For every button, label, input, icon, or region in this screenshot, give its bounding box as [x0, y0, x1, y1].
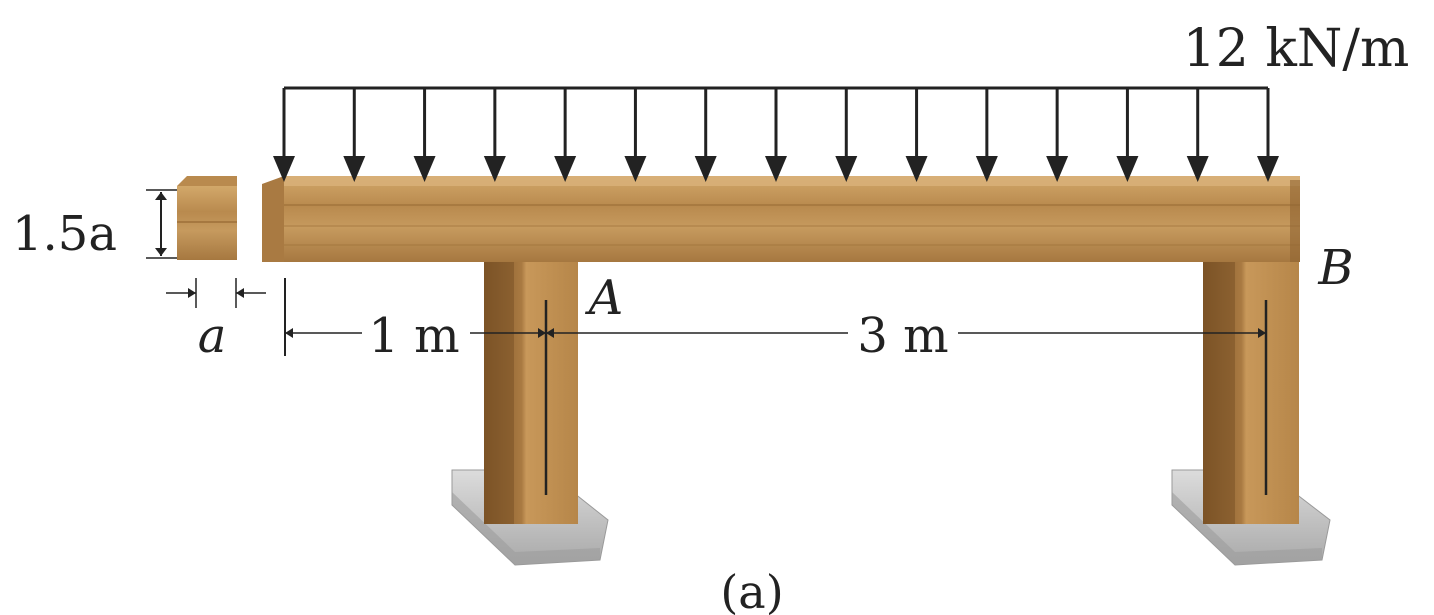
section-width-label: a — [198, 308, 227, 364]
beam — [262, 176, 1300, 262]
load-arrow — [694, 88, 717, 182]
load-arrow — [343, 88, 366, 182]
load-arrow — [413, 88, 436, 182]
beam-body — [284, 176, 1300, 262]
support-b-label: B — [1317, 240, 1353, 296]
dim-span-label: 3 m — [857, 308, 948, 364]
cross-section: 1.5a a — [12, 176, 266, 364]
dimension-lines: 1 m 3 m — [284, 278, 1266, 364]
load-arrow — [905, 88, 928, 182]
support-left — [451, 262, 609, 566]
dim-overhang-label: 1 m — [368, 308, 459, 364]
load-label: 12 kN/m — [1183, 19, 1410, 79]
load-arrow — [273, 88, 295, 182]
figure-caption: (a) — [720, 565, 783, 615]
load-arrow — [975, 88, 998, 182]
support-right — [1171, 262, 1331, 566]
load-arrow — [554, 88, 577, 182]
load-arrow — [1257, 88, 1279, 182]
support-a-label: A — [585, 270, 624, 326]
distributed-load: 12 kN/m — [273, 19, 1409, 182]
load-arrow — [483, 88, 506, 182]
load-arrow — [1186, 88, 1209, 182]
beam-end-face — [262, 176, 284, 262]
load-arrow — [1116, 88, 1139, 182]
load-arrows — [273, 88, 1279, 182]
load-arrow — [1046, 88, 1069, 182]
load-arrow — [835, 88, 858, 182]
section-height-label: 1.5a — [12, 206, 117, 262]
load-arrow — [765, 88, 787, 182]
load-arrow — [624, 88, 647, 182]
